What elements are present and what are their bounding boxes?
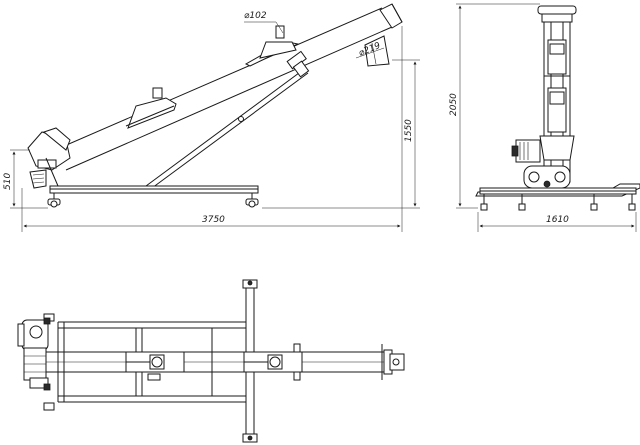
dim-inlet-height: 510 — [3, 149, 48, 209]
dim-pipe-diameter: ⌀102 — [244, 11, 284, 34]
plan-outlet — [381, 344, 405, 380]
intermediate-inlet-lower — [125, 87, 177, 129]
plan-hopper-upper — [243, 343, 303, 381]
intake-motor-assembly — [27, 127, 71, 189]
inlet-height-label: 510 — [3, 173, 13, 190]
plan-auger-tube — [42, 351, 388, 373]
dim-frame-width: 1610 — [477, 212, 637, 232]
end-view: 2050 1610 — [449, 3, 640, 232]
end-base-frame — [475, 183, 640, 211]
auger-tube — [54, 3, 403, 171]
frame-width-label: 1610 — [546, 215, 569, 225]
side-height-label: 2050 — [449, 93, 459, 116]
dim-side-height: 2050 — [449, 3, 540, 209]
wheel-left — [47, 193, 61, 208]
plan-hopper-lower — [125, 351, 185, 381]
gear-box — [523, 165, 571, 189]
end-leg-2 — [518, 194, 526, 211]
dim-outlet-height: 1550 — [262, 59, 420, 209]
side-view: ⌀102 ⌀219 510 1550 3750 — [3, 3, 420, 232]
drive-motor — [511, 139, 541, 163]
dim-total-length: 3750 — [21, 26, 403, 232]
base-frame — [47, 185, 259, 208]
outlet-height-label: 1550 — [404, 119, 414, 142]
support-strut — [145, 50, 310, 189]
plan-view — [17, 279, 405, 443]
pipe-diameter-label: ⌀102 — [244, 11, 267, 21]
outlet-spout — [364, 35, 390, 67]
end-leg-4 — [628, 194, 636, 211]
end-leg-1 — [480, 194, 488, 211]
end-leg-3 — [590, 194, 598, 211]
auger-column — [537, 5, 577, 183]
wheel-right — [245, 193, 259, 208]
intermediate-inlet-upper — [244, 25, 300, 67]
plan-motor-assembly — [17, 317, 51, 391]
total-length-label: 3750 — [202, 215, 225, 225]
